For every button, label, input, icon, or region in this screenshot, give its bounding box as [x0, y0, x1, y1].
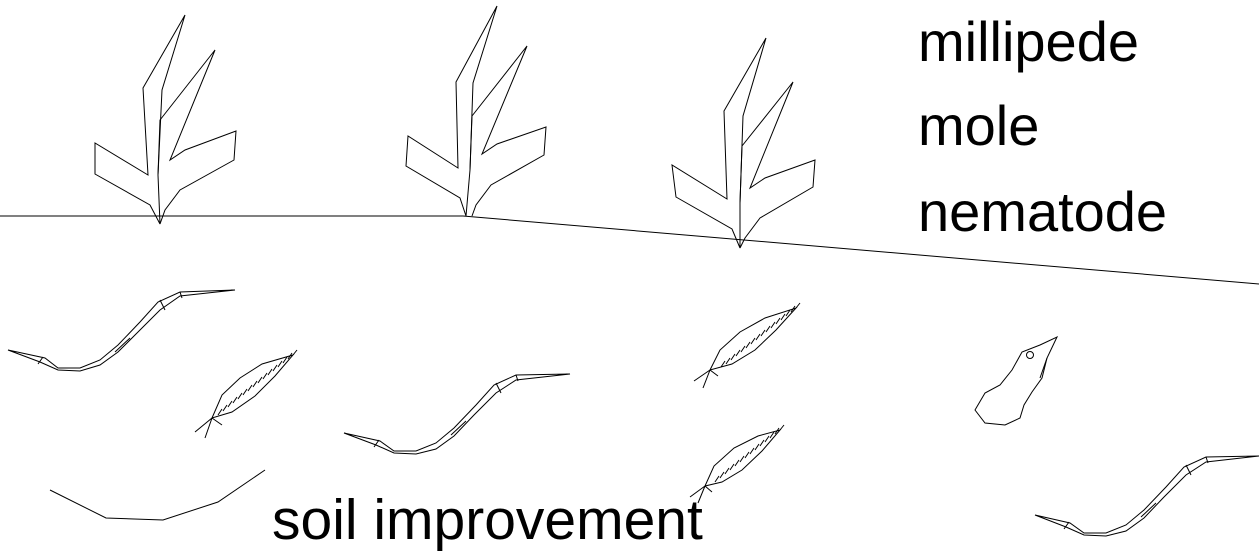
mole: [975, 337, 1057, 425]
earthworm-2: [344, 374, 570, 454]
plant-2: [406, 6, 546, 216]
millipede-3: [690, 425, 784, 503]
plant-1: [95, 15, 236, 224]
earthworm-1: [8, 290, 235, 371]
label-mole: mole: [918, 98, 1039, 154]
millipede-1: [195, 350, 297, 438]
label-millipede: millipede: [918, 14, 1139, 70]
caption-soil-improvement: soil improvement: [272, 492, 703, 549]
millipede-2: [694, 303, 800, 388]
nematode-curve: [50, 470, 265, 520]
plant-3: [672, 38, 815, 248]
label-nematode: nematode: [918, 184, 1167, 240]
earthworm-3: [1035, 456, 1259, 536]
